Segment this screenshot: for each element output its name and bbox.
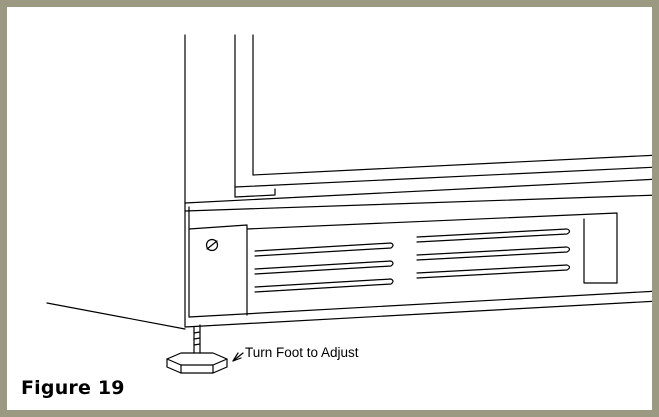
door-bottom-edge bbox=[234, 166, 652, 188]
screw-icon bbox=[205, 238, 219, 252]
door-panel bbox=[252, 34, 652, 176]
door-step bbox=[234, 186, 276, 198]
grille-slots-left bbox=[254, 242, 394, 293]
adjustable-foot-icon bbox=[166, 352, 228, 374]
figure-title: Figure 19 bbox=[21, 377, 125, 399]
callout-text: Turn Foot to Adjust bbox=[245, 345, 359, 360]
grille-slots-right bbox=[416, 228, 571, 279]
appliance-base-illustration: Turn Foot to Adjust bbox=[46, 34, 652, 374]
grille-housing bbox=[184, 194, 652, 212]
callout-leader bbox=[232, 352, 244, 362]
floor-line bbox=[46, 302, 186, 330]
leveling-leg bbox=[193, 324, 201, 354]
